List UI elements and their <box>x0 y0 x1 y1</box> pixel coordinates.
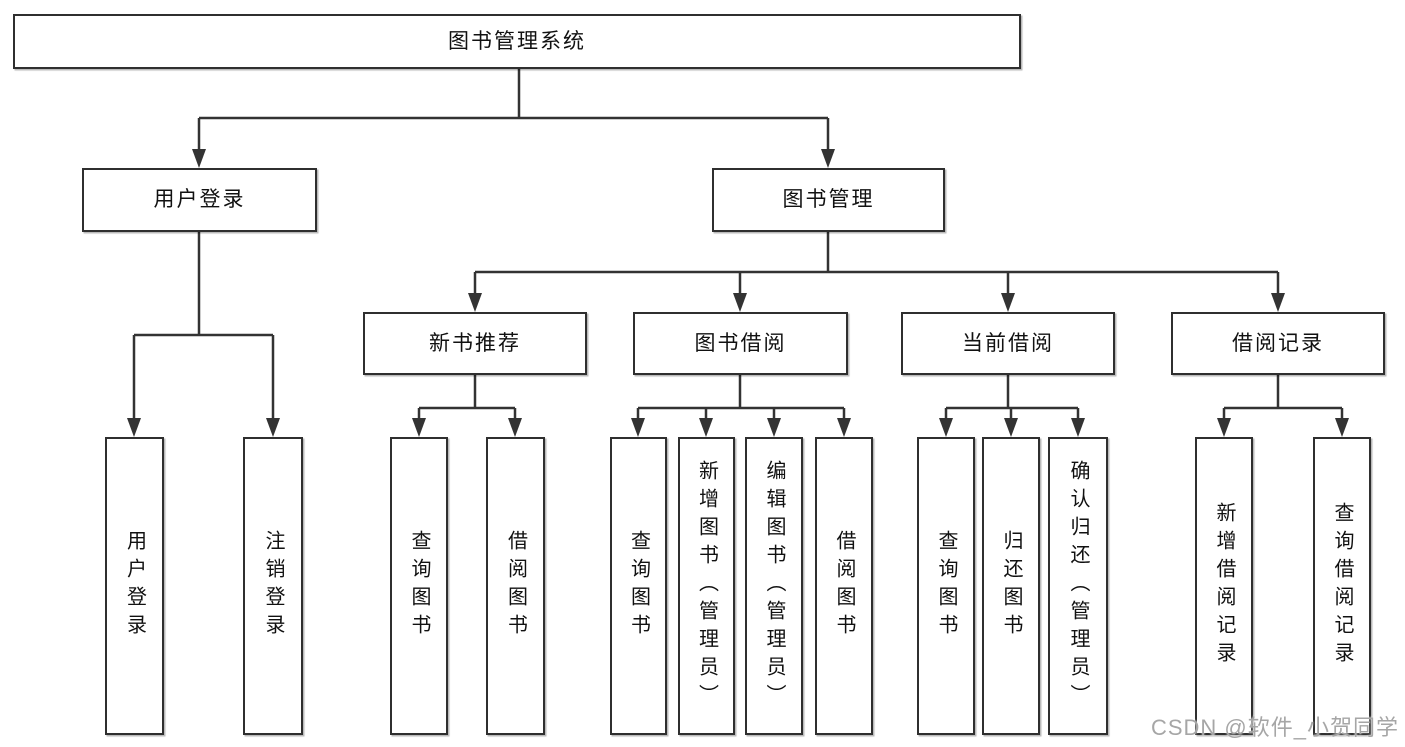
node-book-borrow: 图书借阅 <box>633 312 848 375</box>
leaf-query-books-current: 查询图书 <box>917 437 975 735</box>
node-user-login: 用户登录 <box>82 168 317 232</box>
leaf-add-borrow-record: 新增借阅记录 <box>1195 437 1253 735</box>
leaf-borrow-books-recommend: 借阅图书 <box>486 437 545 735</box>
leaf-edit-book-admin: 编辑图书（管理员） <box>745 437 803 735</box>
csdn-watermark: CSDN @软件_小贺同学 <box>1150 715 1399 740</box>
leaf-query-borrow-record: 查询借阅记录 <box>1313 437 1371 735</box>
leaf-add-book-admin: 新增图书（管理员） <box>678 437 735 735</box>
leaf-confirm-return-admin: 确认归还（管理员） <box>1048 437 1108 735</box>
leaf-return-book: 归还图书 <box>982 437 1040 735</box>
arrowheads <box>127 149 1349 437</box>
node-current-borrow: 当前借阅 <box>901 312 1115 375</box>
leaf-query-books-borrow: 查询图书 <box>610 437 667 735</box>
leaf-logout: 注销登录 <box>243 437 303 735</box>
leaf-borrow-books: 借阅图书 <box>815 437 873 735</box>
node-book-management: 图书管理 <box>712 168 945 232</box>
node-new-book-recommend: 新书推荐 <box>363 312 587 375</box>
leaf-query-books-recommend: 查询图书 <box>390 437 448 735</box>
node-borrow-records: 借阅记录 <box>1171 312 1385 375</box>
leaf-user-login: 用户登录 <box>105 437 164 735</box>
node-root: 图书管理系统 <box>13 14 1021 69</box>
